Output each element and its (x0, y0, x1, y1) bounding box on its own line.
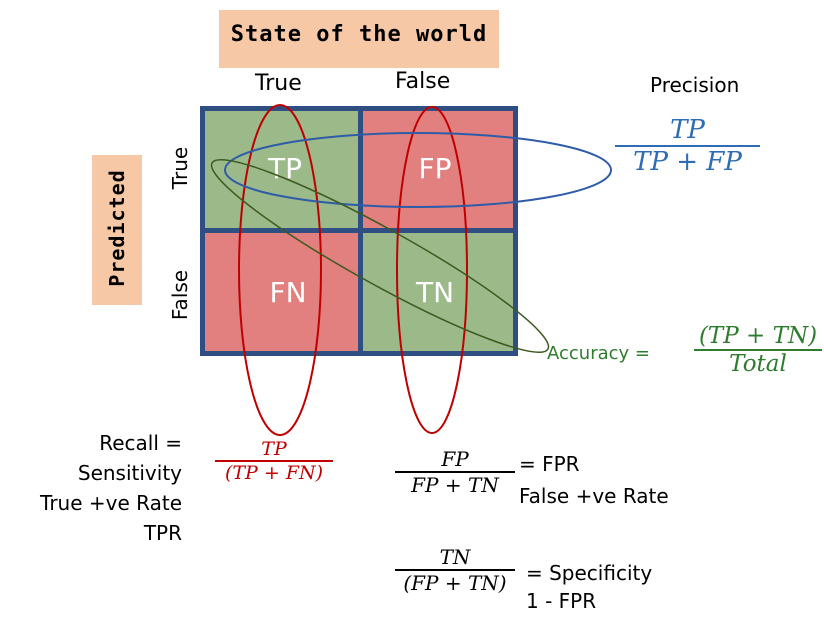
tpr-label: TPR (143, 521, 182, 545)
state-of-world-title: State of the world (230, 22, 488, 47)
accuracy-numerator: (TP + TN) (698, 323, 818, 349)
sensitivity-label: Sensitivity (77, 461, 182, 485)
predicted-banner (92, 155, 142, 305)
recall-ellipse (238, 104, 322, 436)
accuracy-label: Accuracy = (547, 343, 650, 364)
recall-numerator: TP (261, 438, 287, 460)
fpr-fraction: FP FP + TN (395, 447, 515, 497)
fpr-denominator: FP + TN (411, 472, 499, 497)
fpr-ellipse (396, 106, 468, 434)
column-true-label: True (255, 71, 302, 96)
specificity-denominator: (FP + TN) (403, 570, 507, 595)
recall-label: Recall = (99, 431, 182, 455)
fpr-fraction-bar (395, 471, 515, 473)
one-minus-fpr-label: 1 - FPR (526, 589, 597, 613)
precision-ellipse (224, 132, 612, 208)
precision-fraction-bar (615, 145, 760, 147)
cell-tp-label: TP (268, 152, 302, 185)
specificity-fraction-bar (395, 569, 515, 571)
state-of-world-banner (219, 10, 499, 68)
recall-fraction-bar (215, 460, 333, 462)
precision-denominator: TP + FP (633, 147, 742, 177)
recall-labels: Recall = Sensitivity True +ve Rate TPR (0, 428, 182, 548)
precision-numerator: TP (670, 115, 705, 145)
specificity-fraction: TN (FP + TN) (395, 545, 515, 595)
true-positive-rate-label: True +ve Rate (40, 491, 182, 515)
cell-tn-label: TN (415, 276, 455, 309)
false-positive-rate-label: False +ve Rate (519, 484, 669, 508)
cell-tp (205, 111, 358, 228)
precision-label: Precision (650, 73, 740, 97)
cell-fn-label: FN (269, 276, 307, 309)
cell-fp-label: FP (418, 152, 452, 185)
column-false-label: False (395, 69, 451, 94)
accuracy-fraction: (TP + TN) Total (694, 323, 822, 377)
precision-fraction: TP TP + FP (615, 115, 760, 177)
recall-fraction: TP (TP + FN) (215, 438, 333, 484)
accuracy-denominator: Total (729, 351, 787, 377)
fpr-numerator: FP (441, 447, 469, 471)
cell-fn (205, 233, 358, 351)
specificity-label: = Specificity (526, 561, 653, 585)
recall-denominator: (TP + FN) (224, 461, 324, 484)
fpr-label: = FPR (519, 452, 580, 476)
accuracy-ellipse (210, 158, 550, 354)
specificity-numerator: TN (439, 545, 471, 569)
cell-fp (363, 111, 513, 228)
accuracy-fraction-bar (694, 349, 822, 351)
